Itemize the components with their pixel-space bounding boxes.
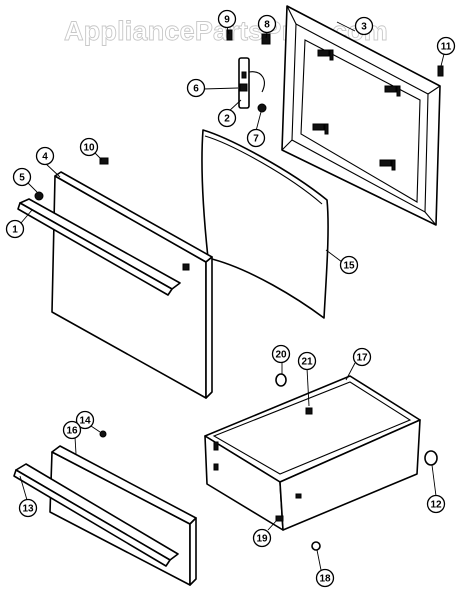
inner-door-frame [281,5,441,226]
callout-9: 9 [217,9,237,29]
callout-16: 16 [62,420,82,440]
oven-door-handle [17,198,181,296]
callout-17: 17 [352,347,372,367]
callout-7: 7 [246,128,266,148]
callout-13: 13 [18,498,38,518]
callout-8: 8 [257,14,277,34]
callout-11: 11 [436,36,456,56]
callout-label: 12 [430,500,442,511]
callout-1: 1 [5,219,25,239]
callout-15: 15 [339,255,359,275]
callout-label: 9 [224,15,230,26]
callout-label: 17 [356,353,368,364]
callout-3: 3 [354,16,374,36]
callout-label: 8 [264,20,270,31]
callout-21: 21 [297,351,317,371]
callout-label: 20 [275,350,287,361]
hardware [34,29,444,551]
callout-label: 6 [193,84,199,95]
callout-19: 19 [252,528,272,548]
callout-label: 16 [66,426,78,437]
outer-oven-door [51,171,213,399]
callout-label: 21 [301,357,313,368]
drawer-handle [13,463,179,567]
callout-label: 5 [19,173,25,184]
callout-label: 13 [22,504,34,515]
callout-label: 1 [12,225,18,236]
callout-2: 2 [217,108,237,128]
callout-4: 4 [35,146,55,166]
callout-6: 6 [186,78,206,98]
callout-label: 2 [224,114,230,125]
drawer-front-panel [49,445,197,586]
callout-18: 18 [315,568,335,588]
callout-label: 3 [361,22,367,33]
callout-10: 10 [79,137,99,157]
callout-14: 14 [75,410,95,430]
callout-label: 10 [83,143,95,154]
leader-lines [19,21,445,571]
callout-label: 15 [343,261,355,272]
storage-drawer [204,375,421,531]
callout-label: 18 [319,574,331,585]
hinge-bracket [238,57,265,109]
door-insulation [201,129,329,319]
callout-5: 5 [12,167,32,187]
callout-label: 14 [79,416,91,427]
callout-label: 7 [253,134,259,145]
callout-12: 12 [426,494,446,514]
callout-20: 20 [271,344,291,364]
callout-label: 19 [256,534,268,545]
callout-label: 4 [42,152,48,163]
callout-label: 11 [441,42,452,53]
